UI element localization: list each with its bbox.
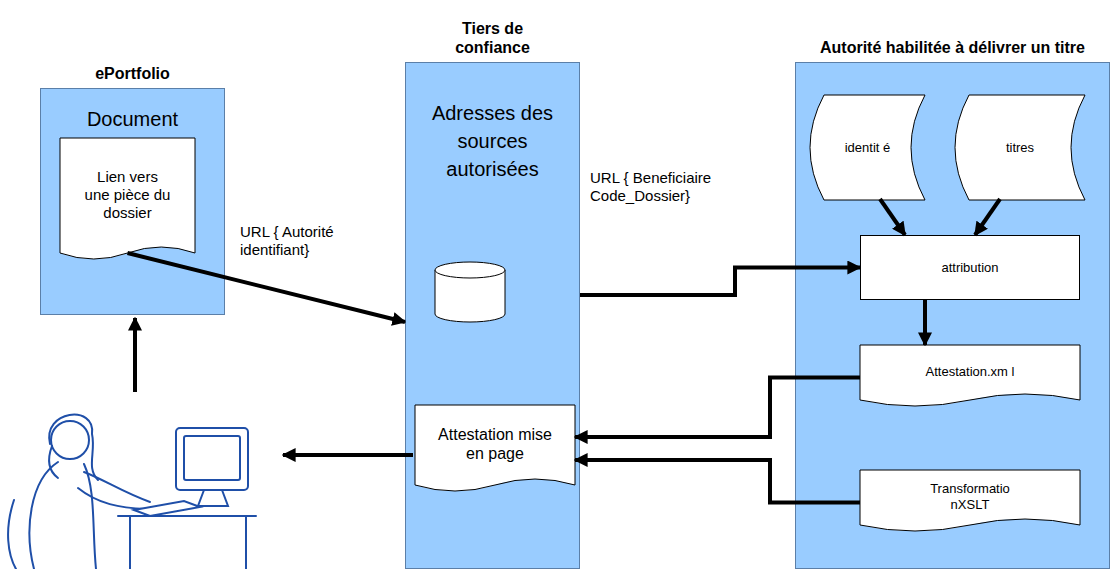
shape-outline-path	[860, 345, 1080, 406]
flow-arrow	[575, 460, 860, 503]
flow-arrow	[923, 300, 927, 345]
node-text: Adresses des sources autorisées	[428, 99, 558, 183]
node-text: Attestation.xm l	[926, 364, 1015, 380]
cylinder-top	[435, 262, 505, 278]
database-cylinder	[435, 262, 505, 322]
flow-arrow	[575, 378, 860, 438]
document-shape: Lien vers une pièce du dossier	[60, 138, 195, 263]
hair-back	[49, 446, 58, 478]
flow-arrow	[128, 253, 406, 322]
node-text: identit é	[845, 140, 891, 156]
body-back	[29, 462, 58, 569]
edge-label: URL { Beneficiaire Code_Dossier}	[588, 168, 732, 206]
user-illustration	[8, 415, 256, 569]
monitor-stand	[198, 490, 228, 506]
flow-arrow	[975, 199, 1000, 235]
cylinder-body	[435, 270, 505, 322]
shape-outline-path	[60, 138, 195, 259]
desk	[118, 516, 256, 569]
node-text: Document	[87, 107, 178, 131]
swimlane-panel: identit é titres attributionAttestation.xm…	[795, 62, 1110, 569]
process-box: attribution	[860, 235, 1080, 300]
hair	[49, 415, 98, 480]
shape-outline-path	[860, 470, 1080, 531]
document-shape: Transformatio nXSLT	[860, 470, 1080, 535]
edge-label: URL { Autorité identifiant}	[238, 222, 402, 260]
lane-heading: Autorité habilitée à délivrer un titre	[808, 38, 1098, 57]
monitor	[176, 428, 248, 490]
chair-back	[8, 500, 16, 569]
lane-heading: Tiers de confiance	[438, 19, 548, 57]
input-arrow	[133, 318, 137, 392]
document-shape: Attestation.xm l	[860, 345, 1080, 410]
swimlane-panel: Attestation mise en pageTiers de confian…	[405, 62, 580, 569]
document-shape: Attestation mise en page	[415, 405, 575, 495]
flow-arrow	[580, 268, 860, 296]
body-front	[84, 464, 96, 569]
lane-heading: ePortfolio	[58, 64, 208, 83]
shape-outline-path	[810, 95, 925, 200]
node-text: Transformatio nXSLT	[918, 481, 1023, 512]
keyboard	[134, 501, 200, 516]
output-arrow	[283, 453, 413, 457]
node-text: Attestation mise en page	[435, 425, 555, 463]
shape-outline-path	[955, 95, 1085, 200]
node-text: Lien vers une pièce du dossier	[84, 168, 172, 222]
database-shape: identit é	[810, 95, 925, 200]
arm-upper	[84, 472, 150, 502]
arm-lower	[78, 488, 146, 509]
swimlane-panel: Lien vers une pièce du dossierePortfolio…	[40, 88, 225, 315]
flow-arrow	[880, 199, 905, 235]
head	[51, 421, 89, 459]
node-text: titres	[1006, 140, 1034, 156]
database-shape: titres	[955, 95, 1085, 200]
node-text: attribution	[941, 260, 998, 276]
shape-outline-path	[415, 405, 575, 491]
monitor-screen	[184, 436, 240, 480]
